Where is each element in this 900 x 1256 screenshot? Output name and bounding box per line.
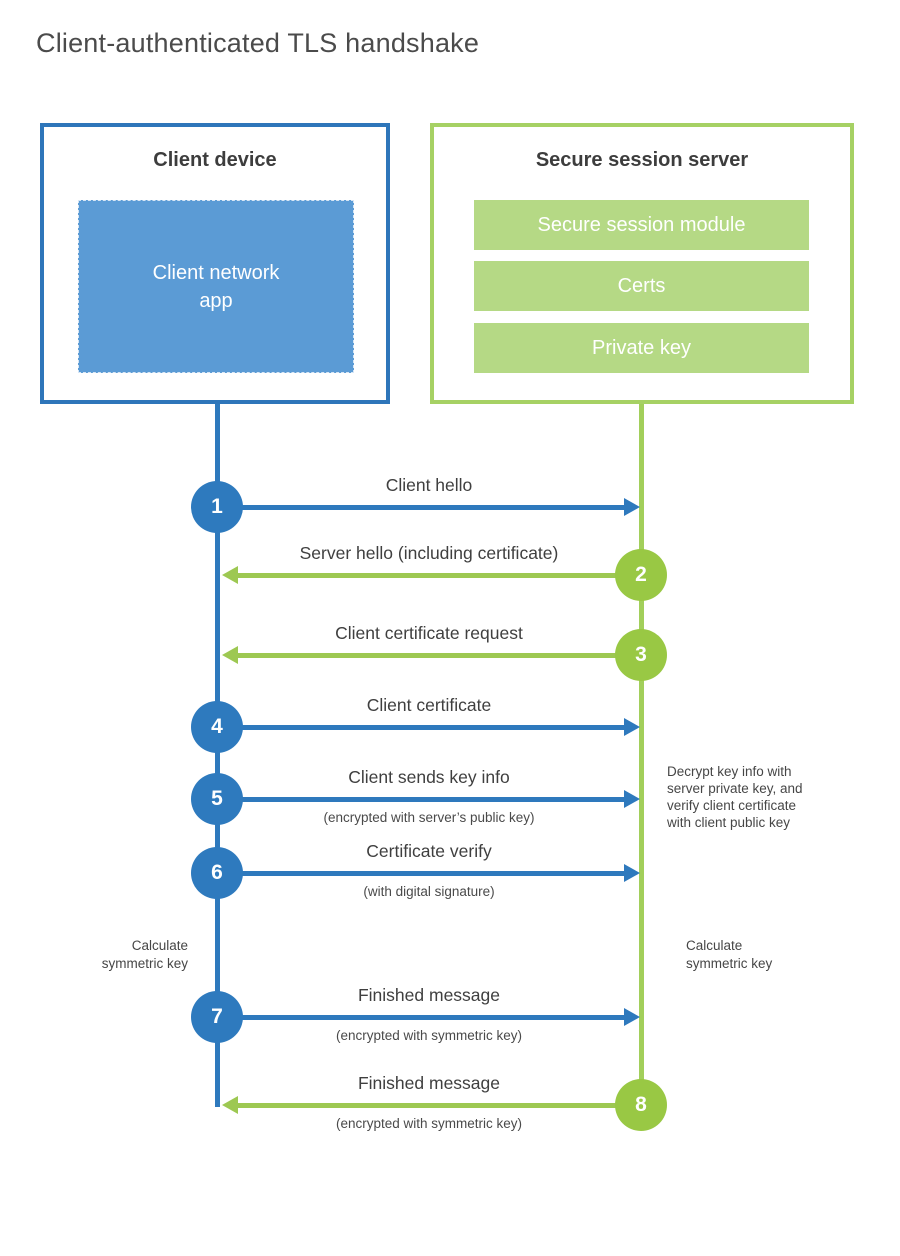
step-sublabel: (encrypted with symmetric key) bbox=[335, 1116, 523, 1131]
step-label: Finished message bbox=[357, 985, 501, 1005]
note-line: symmetric key bbox=[101, 955, 188, 971]
step-number-badge: 2 bbox=[615, 549, 667, 601]
client-network-app-box: Client network app bbox=[78, 200, 354, 373]
arrow-line bbox=[242, 725, 624, 730]
arrow-right-icon bbox=[624, 718, 640, 736]
note-line: with client public key bbox=[667, 815, 791, 830]
arrow-right-icon bbox=[624, 790, 640, 808]
step-label: Client certificate bbox=[366, 695, 492, 715]
note-calculate-symmetric-key-client: Calculate symmetric key bbox=[56, 937, 188, 972]
arrow-left-icon bbox=[222, 1096, 238, 1114]
arrow-line bbox=[242, 505, 624, 510]
arrow-line bbox=[242, 797, 624, 802]
page-title: Client-authenticated TLS handshake bbox=[36, 28, 480, 58]
arrow-line bbox=[242, 1015, 624, 1020]
note-line: symmetric key bbox=[686, 955, 773, 971]
step-number-badge: 3 bbox=[615, 629, 667, 681]
step-label: Finished message bbox=[357, 1073, 501, 1093]
note-calculate-symmetric-key-server: Calculate symmetric key bbox=[686, 937, 772, 972]
step-sublabel: (with digital signature) bbox=[363, 884, 495, 899]
server-title: Secure session server bbox=[535, 149, 749, 171]
step-number-badge: 7 bbox=[191, 991, 243, 1043]
step-sublabel: (encrypted with symmetric key) bbox=[335, 1028, 523, 1043]
server-module-secure-session: Secure session module bbox=[474, 200, 809, 250]
step-number-badge: 1 bbox=[191, 481, 243, 533]
arrow-line bbox=[238, 573, 617, 578]
step-label: Client sends key info bbox=[348, 767, 510, 787]
step-number-badge: 6 bbox=[191, 847, 243, 899]
arrow-right-icon bbox=[624, 1008, 640, 1026]
note-line: Calculate bbox=[131, 938, 188, 953]
server-lifeline bbox=[639, 404, 644, 1106]
client-app-label-line1: Client network bbox=[152, 261, 280, 284]
step-number-badge: 8 bbox=[615, 1079, 667, 1131]
step-label: Server hello (including certificate) bbox=[299, 543, 559, 563]
client-lifeline bbox=[215, 404, 220, 1107]
arrow-left-icon bbox=[222, 646, 238, 664]
step-label: Client hello bbox=[385, 475, 473, 495]
step-number-badge: 4 bbox=[191, 701, 243, 753]
arrow-left-icon bbox=[222, 566, 238, 584]
arrow-line bbox=[238, 653, 617, 658]
client-device-title: Client device bbox=[153, 149, 277, 171]
arrow-line bbox=[242, 871, 624, 876]
arrow-right-icon bbox=[624, 864, 640, 882]
server-module-certs: Certs bbox=[474, 261, 809, 311]
step-sublabel: (encrypted with server’s public key) bbox=[323, 810, 535, 825]
step-number-badge: 5 bbox=[191, 773, 243, 825]
arrow-line bbox=[238, 1103, 617, 1108]
step-label: Certificate verify bbox=[366, 841, 492, 861]
note-decrypt-key-info: Decrypt key info with server private key… bbox=[667, 763, 803, 831]
server-module-private-key: Private key bbox=[474, 323, 809, 373]
note-line: verify client certificate bbox=[667, 798, 797, 813]
client-app-label-line2: app bbox=[199, 289, 233, 312]
note-line: Calculate bbox=[686, 938, 743, 953]
arrow-right-icon bbox=[624, 498, 640, 516]
note-line: Decrypt key info with bbox=[667, 764, 792, 779]
step-label: Client certificate request bbox=[335, 623, 523, 643]
note-line: server private key, and bbox=[667, 781, 803, 796]
